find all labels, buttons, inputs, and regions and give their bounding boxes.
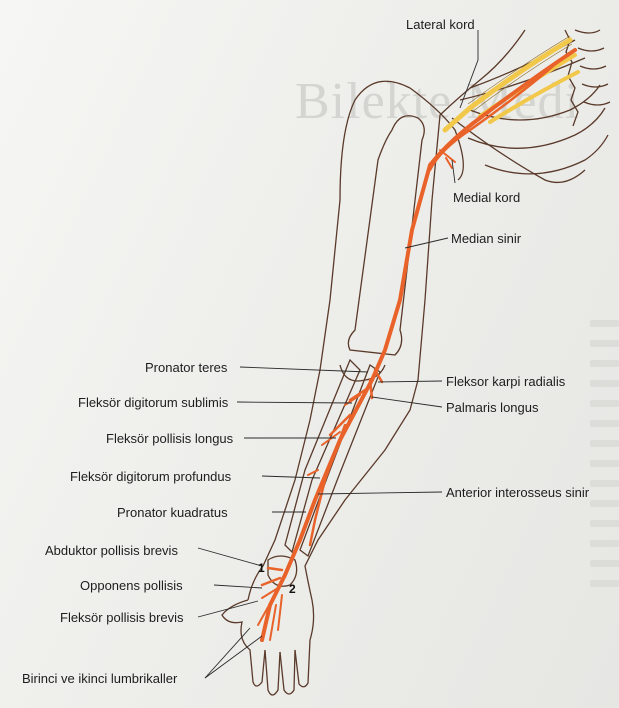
- marker-2: 2: [289, 583, 296, 595]
- label-pronator-kuadratus: Pronator kuadratus: [117, 505, 228, 520]
- label-fleksor-digitorum-sublimis: Fleksör digitorum sublimis: [78, 395, 228, 410]
- marker-1: 1: [258, 562, 265, 574]
- label-lateral-kord: Lateral kord: [406, 17, 475, 32]
- label-abduktor-pollisis-brevis: Abduktor pollisis brevis: [45, 543, 178, 558]
- label-palmaris-longus: Palmaris longus: [446, 400, 539, 415]
- median-nerve: [258, 50, 575, 640]
- label-fleksor-pollisis-longus: Fleksör pollisis longus: [106, 431, 233, 446]
- brachial-plexus: [445, 40, 578, 130]
- label-fleksor-digitorum-profundus: Fleksör digitorum profundus: [70, 469, 231, 484]
- leader-lines: [198, 30, 478, 678]
- label-fleksor-karpi-radialis: Fleksor karpi radialis: [446, 374, 565, 389]
- label-median-sinir: Median sinir: [451, 231, 521, 246]
- label-opponens-pollisis: Opponens pollisis: [80, 578, 183, 593]
- label-anterior-interosseus-sinir: Anterior interosseus sinir: [446, 485, 589, 500]
- label-fleksor-pollisis-brevis: Fleksör pollisis brevis: [60, 610, 184, 625]
- label-medial-kord: Medial kord: [453, 190, 520, 205]
- label-pronator-teres: Pronator teres: [145, 360, 227, 375]
- label-lumbrikaller: Birinci ve ikinci lumbrikaller: [22, 671, 177, 686]
